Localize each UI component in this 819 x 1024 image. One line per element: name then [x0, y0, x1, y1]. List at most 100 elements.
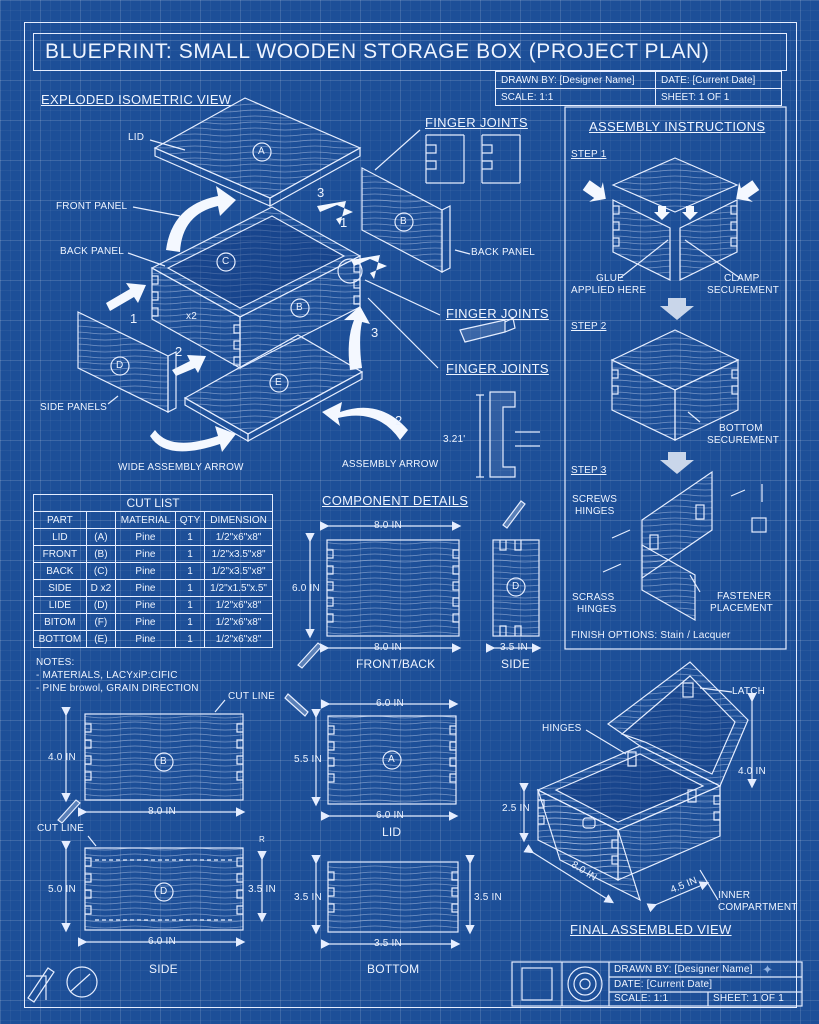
cell: (D): [85, 596, 117, 614]
d-width-dim: 6.0 IN: [148, 936, 176, 947]
part-a: A: [258, 146, 265, 157]
step-num-2b: 2: [395, 413, 403, 428]
cell: 1: [174, 613, 206, 631]
cut-header: MATERIAL: [115, 511, 176, 529]
cell: 1/2"x6"x8": [204, 528, 273, 546]
cell: Pine: [115, 562, 176, 580]
step3-label: STEP 3: [571, 465, 607, 476]
side-panel: [77, 311, 177, 413]
step2-illustration: [610, 329, 740, 441]
step-arrows: [660, 298, 694, 474]
box-logo-icon: [521, 967, 553, 1001]
cell: 1/2"x6"x8": [204, 630, 273, 648]
lid-panel: [153, 97, 362, 208]
note-2: - PINE browol, GRAIN DIRECTION: [36, 683, 199, 694]
label-assembly-arrow: ASSEMBLY ARROW: [342, 459, 439, 470]
cell: LIDE: [33, 596, 87, 614]
step3-illustration: [602, 470, 767, 622]
label-lid: LID: [128, 132, 145, 143]
side-drawing: [297, 500, 542, 669]
screws-label-1: SCREWS: [572, 494, 618, 505]
label-finger-joints-3: FINGER JOINTS: [446, 361, 549, 376]
cut-list-table: CUT LIST PART MATERIAL QTY DIMENSION LID…: [33, 494, 273, 648]
cell: BOTTOM: [33, 630, 87, 648]
fb-caption: FRONT/BACK: [356, 657, 436, 671]
part-b: B: [400, 216, 407, 227]
bottom-drawing: [311, 854, 475, 949]
cut-line-label-1: CUT LINE: [228, 691, 275, 702]
part-callout-a: [252, 142, 272, 162]
scrass-label-2: HINGES: [577, 604, 617, 615]
step-num-3a: 3: [317, 185, 325, 200]
part-c: C: [222, 256, 230, 267]
cut-list-title: CUT LIST: [33, 494, 273, 512]
bottom-sec-label-2: SECUREMENT: [707, 435, 780, 446]
compass-icon: [66, 966, 98, 998]
part-callout-b2: [290, 298, 310, 318]
label-finger-joints-2: FINGER JOINTS: [446, 306, 549, 321]
latch-label: LATCH: [732, 686, 766, 697]
cell: BITOM: [33, 613, 87, 631]
cell: (C): [85, 562, 117, 580]
screws-label-2: HINGES: [575, 506, 615, 517]
fb-top-dim: 8.0 IN: [374, 520, 402, 531]
part-callout-e: [269, 373, 289, 393]
fb-height-dim: 6.0 IN: [292, 583, 320, 594]
step-num-2a: 2: [175, 344, 183, 359]
side-caption: SIDE: [501, 657, 530, 671]
label-wide-arrow: WIDE ASSEMBLY ARROW: [118, 462, 244, 473]
final-height-dim: 4.0 IN: [738, 766, 766, 777]
b-part-label: B: [160, 756, 167, 767]
cell: 1: [174, 528, 206, 546]
front-back-drawing: [305, 521, 462, 653]
lid-height-dim: 5.5 IN: [294, 754, 322, 765]
part-e: E: [275, 377, 282, 388]
cell: 1: [174, 596, 206, 614]
cell: 1/2"x1.5"x.5": [204, 579, 273, 597]
clamp-label-2: SECUREMENT: [707, 285, 780, 296]
step1-illustration: [611, 157, 741, 281]
label-back-panel-left: BACK PANEL: [60, 246, 125, 257]
label-back-panel-right: BACK PANEL: [471, 247, 536, 258]
lid-bottom-dim: 6.0 IN: [376, 810, 404, 821]
assembly-arrows: [106, 180, 760, 452]
step-num-3b: 3: [371, 325, 379, 340]
sheet-border: [24, 22, 797, 1008]
label-x2: x2: [186, 311, 197, 322]
bottom-scale: SCALE: 1:1: [614, 993, 669, 1004]
cell: Pine: [115, 613, 176, 631]
cell: Pine: [115, 596, 176, 614]
label-finger-joints-1: FINGER JOINTS: [425, 115, 528, 130]
hinges-label: HINGES: [542, 723, 582, 734]
curved-arrow-right: [344, 306, 370, 370]
cell: BACK: [33, 562, 87, 580]
d-radius-label: R: [259, 835, 265, 844]
step2-label: STEP 2: [571, 321, 607, 332]
clamp-label-1: CLAMP: [724, 273, 760, 284]
cell: (F): [85, 613, 117, 631]
bottom-caption: BOTTOM: [367, 962, 420, 976]
cell: (E): [85, 630, 117, 648]
side-width-dim: 3.5 IN: [500, 642, 528, 653]
side-part-label: D: [512, 581, 520, 592]
star-icon: ✦: [762, 962, 774, 977]
profile-detail: [476, 391, 540, 478]
cell: 1: [174, 545, 206, 563]
component-heading: COMPONENT DETAILS: [322, 493, 469, 508]
cell: (B): [85, 545, 117, 563]
title-box: [33, 33, 787, 71]
bottom-sec-label-1: BOTTOM: [719, 423, 763, 434]
label-side-panels: SIDE PANELS: [40, 402, 108, 413]
cut-header: [85, 511, 117, 529]
cell: 1: [174, 579, 206, 597]
cell: LID: [33, 528, 87, 546]
final-25-dim: 2.5 IN: [502, 803, 530, 814]
label-front-panel: FRONT PANEL: [56, 201, 128, 212]
